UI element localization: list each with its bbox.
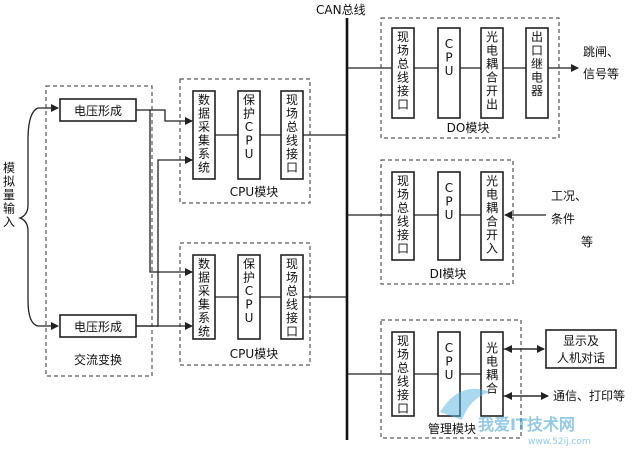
mgmt-box-optocoupler-label: 光电耦合 <box>486 341 498 396</box>
ac-module-label: 交流变换 <box>74 352 122 367</box>
do-box-relay <box>525 27 549 119</box>
do-module-frame <box>380 17 560 139</box>
input-brace <box>18 107 39 327</box>
di-input-label-line3: 等 <box>581 235 593 249</box>
do-output-label-line2: 信号等 <box>583 67 619 81</box>
display-hmi-line2: 人机对话 <box>557 351 605 365</box>
di-box-optocoupler <box>480 171 504 261</box>
di-box-fieldbus-label: 现场总线接口 <box>397 174 409 256</box>
mgmt-comm-label: 通信、打印等 <box>553 389 625 403</box>
do-box-optocoupler <box>480 27 504 119</box>
cpu-upper-box-fieldbus-label: 现场总线接口 <box>286 93 298 175</box>
mgmt-module-label: 管理模块 <box>428 421 476 436</box>
di-input-label-line1: 工况、 <box>551 189 587 203</box>
do-module-label: DO模块 <box>447 121 490 135</box>
voltage-box-upper-label: 电压形成 <box>74 104 122 118</box>
di-box-fieldbus <box>391 171 415 261</box>
di-box-cpu <box>437 171 461 261</box>
mgmt-module-frame <box>380 319 522 439</box>
wire-upper-to-upper-cpu <box>136 109 193 125</box>
di-module-frame <box>380 159 514 285</box>
display-hmi-box <box>545 329 617 369</box>
cpu-lower-box-fieldbus-label: 现场总线接口 <box>286 257 298 339</box>
cpu-module-upper-frame <box>179 78 311 204</box>
analog-input-label: 模拟量输入 <box>3 161 15 229</box>
cpu-lower-box-daq-label: 数据采集系统 <box>198 256 210 339</box>
cpu-module-upper-label: CPU模块 <box>230 185 278 199</box>
do-box-fieldbus <box>391 27 415 119</box>
do-box-optocoupler-label: 光电耦合开出 <box>486 30 498 112</box>
di-input-label-line2: 条件 <box>551 212 575 226</box>
mgmt-box-fieldbus-label: 现场总线接口 <box>397 334 409 416</box>
ac-module-frame <box>45 85 153 377</box>
do-box-cpu <box>437 27 461 119</box>
cpu-module-lower-label: CPU模块 <box>230 347 278 361</box>
watermark-logo <box>440 388 490 420</box>
do-box-relay-label: 出口继电器 <box>531 30 543 98</box>
cpu-module-lower-frame <box>179 242 311 366</box>
watermark-main: 我爱IT技术网 <box>478 415 575 434</box>
di-module-label: DI模块 <box>430 267 467 281</box>
do-output-label-line1: 跳闸、 <box>583 45 619 59</box>
di-box-optocoupler-label: 光电耦合开入 <box>486 174 498 256</box>
do-box-fieldbus-label: 现场总线接口 <box>397 30 409 112</box>
can-bus-label: CAN总线 <box>316 3 366 17</box>
voltage-box-lower-label: 电压形成 <box>74 320 122 334</box>
display-hmi-line1: 显示及 <box>563 334 599 348</box>
wire-upper-to-lower-cpu <box>149 110 193 276</box>
cpu-upper-box-daq-label: 数据采集系统 <box>198 92 210 175</box>
watermark-url: www.52ij.com <box>528 437 591 447</box>
